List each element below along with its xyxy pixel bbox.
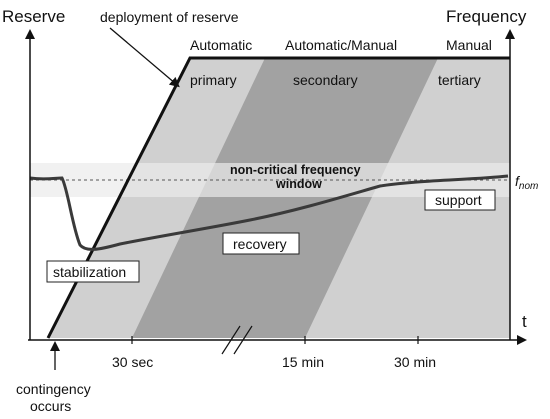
support-label: support — [435, 192, 482, 208]
frequency-curve — [29, 174, 509, 251]
stabilization-label: stabilization — [53, 264, 126, 280]
deployment-pointer — [109, 27, 180, 88]
control-mode-automatic: Automatic — [190, 37, 252, 53]
tick-label-30-sec: 30 sec — [112, 354, 153, 370]
reserve-axis-label: Reserve — [2, 7, 65, 26]
band-tertiary: tertiary — [438, 72, 481, 88]
recovery-box — [222, 232, 300, 255]
support-box — [424, 189, 496, 211]
frequency-axis-label: Frequency — [446, 7, 527, 26]
control-mode-automatic-manual: Automatic/Manual — [285, 37, 397, 53]
control-mode-manual: Manual — [446, 37, 492, 53]
contingency-label-line2: occurs — [30, 398, 71, 414]
band-primary: primary — [190, 72, 237, 88]
deployment-label: deployment of reserve — [100, 9, 239, 25]
recovery-label: recovery — [233, 236, 287, 252]
time-axis-label: t — [522, 312, 527, 331]
stabilization-box — [46, 260, 140, 283]
band-secondary: secondary — [293, 72, 358, 88]
secondary-region — [132, 58, 438, 338]
nominal-frequency-label: fnom — [515, 173, 538, 192]
tick-label-15-min: 15 min — [282, 354, 324, 370]
frequency-window-label-line1: non-critical frequency — [230, 163, 361, 177]
tick-label-30-min: 30 min — [394, 354, 436, 370]
reserve-deployment-line — [46, 56, 510, 339]
axis-break-1 — [221, 325, 241, 355]
contingency-label-line1: contingency — [16, 381, 91, 397]
axis-break-2 — [233, 325, 253, 355]
frequency-window-label-line2: window — [275, 177, 322, 191]
